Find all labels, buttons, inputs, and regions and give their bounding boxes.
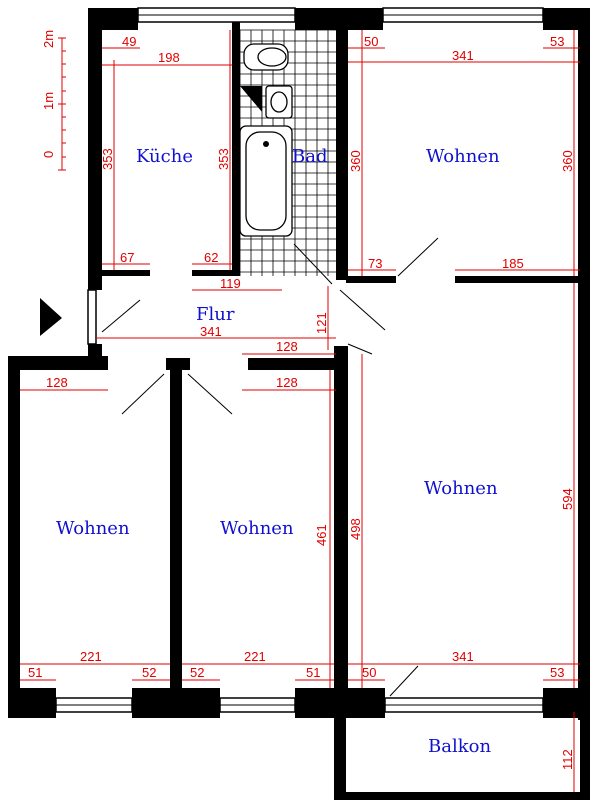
wall-left-upper — [88, 8, 102, 276]
entrance-arrow-icon — [40, 298, 62, 336]
dim-mw-52: 52 — [190, 665, 204, 680]
wall-right — [578, 8, 590, 720]
scale-label-2m: 2m — [41, 30, 56, 48]
dim-b-119: 119 — [220, 276, 241, 291]
room-label-balkon: Balkon — [428, 736, 491, 757]
room-label-bad: Bad — [292, 146, 327, 167]
dim-f-128-b: 128 — [276, 375, 298, 390]
room-label-flur: Flur — [196, 304, 235, 325]
wall-kitchen-bath — [232, 20, 240, 276]
scale-label-1m: 1m — [41, 92, 56, 110]
dim-nr-360-right: 360 — [560, 150, 575, 172]
walls — [8, 8, 590, 800]
dim-f-121: 121 — [314, 312, 329, 334]
dimension-lines — [20, 30, 580, 792]
door-kitchen — [101, 299, 141, 333]
dim-f-128-a: 128 — [276, 339, 298, 354]
scale-label-0: 0 — [41, 151, 56, 158]
dim-k-67: 67 — [120, 250, 134, 265]
dim-lw-128: 128 — [46, 375, 68, 390]
dim-nr-50-top: 50 — [364, 34, 378, 49]
wall-bottom-1 — [8, 688, 56, 718]
wall-balcony-left — [334, 712, 346, 800]
door-lower-right — [347, 343, 373, 355]
dim-k-353-right: 353 — [216, 148, 231, 170]
room-label-kueche: Küche — [136, 146, 193, 167]
dim-lr-341: 341 — [452, 649, 474, 664]
wall-kitchen-bottom-a — [100, 270, 150, 276]
scale-bar: 2m 1m 0 — [41, 30, 66, 171]
door-nr-room — [397, 237, 439, 277]
dim-lr-498: 498 — [348, 518, 363, 540]
dim-nr-185: 185 — [502, 256, 524, 271]
wall-left-top — [8, 356, 108, 370]
dim-lw-51: 51 — [28, 665, 42, 680]
wall-balcony-bottom — [334, 792, 590, 800]
wall-top-mid — [295, 8, 383, 30]
dim-nr-73: 73 — [368, 256, 382, 271]
room-label-wohnen-top-right: Wohnen — [426, 146, 500, 167]
wall-nr-bottom-b — [455, 276, 580, 283]
dim-k-62: 62 — [204, 250, 218, 265]
room-labels: Küche Bad Flur Wohnen Wohnen Wohnen Wohn… — [56, 146, 500, 757]
dim-k-49: 49 — [122, 34, 136, 49]
dimension-labels: 49 198 353 353 67 62 119 121 341 128 128… — [28, 34, 575, 770]
wall-mid-divider — [170, 358, 182, 718]
room-label-wohnen-large: Wohnen — [424, 478, 498, 499]
door-mid-room — [187, 373, 233, 415]
wall-left-outer — [8, 356, 20, 718]
wall-mid-right-top — [248, 358, 336, 370]
dim-nr-360-left: 360 — [348, 150, 363, 172]
wall-kitchen-bottom-b — [192, 270, 234, 276]
dim-nr-341-top: 341 — [452, 48, 474, 63]
door-swings — [101, 237, 439, 697]
wall-balcony-right — [580, 712, 590, 800]
dim-lw-221: 221 — [80, 649, 102, 664]
windows — [55, 7, 544, 713]
wall-nr-bottom-a — [346, 276, 396, 283]
wall-bottom-2 — [132, 688, 220, 718]
dim-balk-112: 112 — [560, 749, 575, 770]
wall-lower-right-divider — [334, 346, 348, 718]
dim-lr-50: 50 — [362, 665, 376, 680]
dim-k-198: 198 — [158, 50, 180, 65]
dim-nr-53-top: 53 — [550, 34, 564, 49]
dim-mw-51: 51 — [306, 665, 320, 680]
dim-lr-594: 594 — [560, 488, 575, 510]
wall-entry-bottom — [88, 344, 102, 356]
dim-lr-53: 53 — [550, 665, 564, 680]
dim-lw-52: 52 — [142, 665, 156, 680]
door-bath — [293, 243, 333, 285]
door-left-room — [121, 373, 165, 415]
dim-f-341: 341 — [200, 324, 222, 339]
door-flur-right — [339, 289, 386, 331]
dim-mw-461: 461 — [314, 524, 329, 546]
wall-bath-room — [336, 30, 348, 280]
room-label-wohnen-middle: Wohnen — [220, 518, 294, 539]
shower-corner-icon — [240, 86, 262, 112]
dim-k-353-left: 353 — [100, 148, 115, 170]
entrance-door-frame — [87, 289, 97, 345]
door-balcony — [389, 665, 419, 697]
dim-mw-221: 221 — [244, 649, 266, 664]
room-label-wohnen-left: Wohnen — [56, 518, 130, 539]
wall-entry-top — [88, 276, 102, 290]
bath-fixtures — [239, 43, 293, 237]
